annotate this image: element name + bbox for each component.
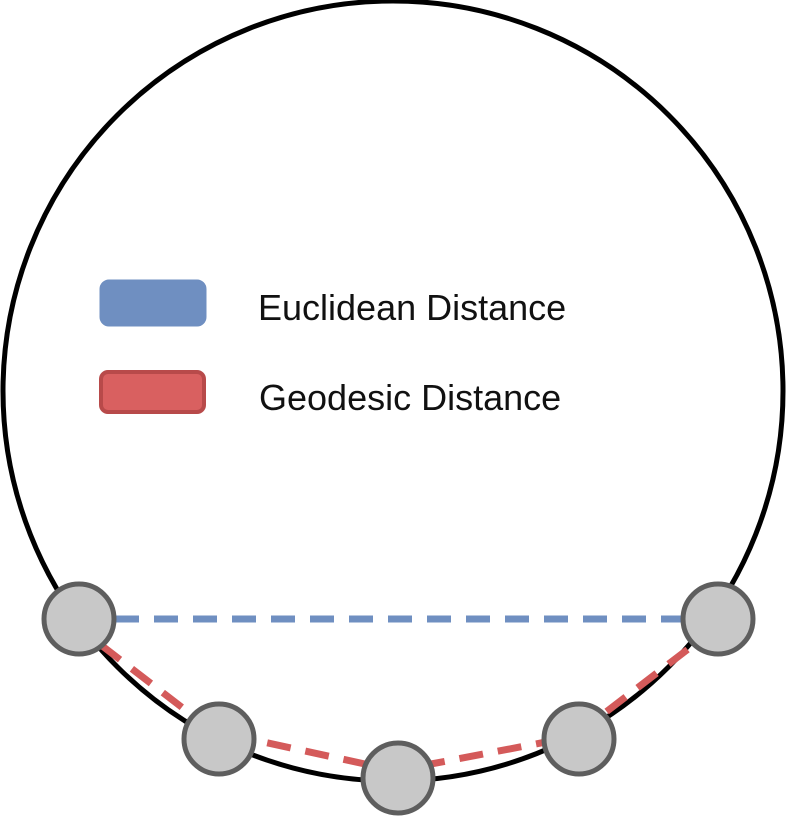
legend-swatch-geodesic: [99, 370, 206, 414]
legend: Euclidean Distance Geodesic Distance: [99, 279, 566, 418]
node-left: [41, 581, 117, 657]
node-lower-left: [181, 701, 257, 777]
node-lower-right: [541, 701, 617, 777]
node-bottom: [360, 740, 436, 816]
legend-label-geodesic: Geodesic Distance: [259, 377, 561, 418]
legend-label-euclidean: Euclidean Distance: [258, 287, 566, 328]
legend-swatch-euclidean: [99, 279, 207, 327]
node-right: [680, 581, 756, 657]
sample-nodes: [41, 581, 756, 816]
